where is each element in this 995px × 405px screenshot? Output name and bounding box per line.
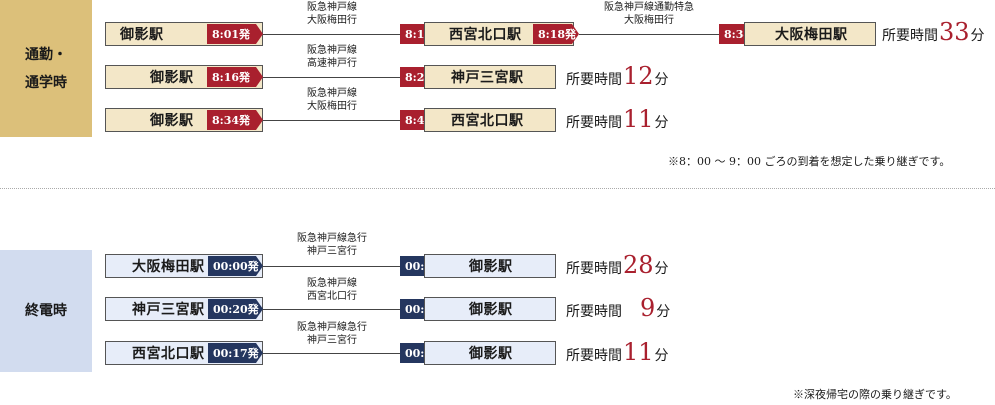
route-line — [263, 309, 401, 310]
departure-station-name: 御影駅 — [120, 27, 164, 43]
duration-unit: 分 — [654, 261, 669, 277]
last-train-note: ※深夜帰宅の際の乗り継ぎです。 — [793, 388, 957, 401]
duration-minutes: 11 — [623, 338, 654, 366]
route-destination: 大阪梅田行 — [624, 15, 674, 26]
duration-label: 所要時間 — [566, 348, 622, 364]
route-line — [263, 266, 401, 267]
duration-minutes: 11 — [623, 105, 654, 133]
route-destination: 高速神戸行 — [307, 58, 357, 69]
route-destination: 大阪梅田行 — [307, 101, 357, 112]
route-line — [263, 120, 401, 121]
arrival-station-name: 御影駅 — [469, 346, 513, 362]
duration-minutes: 28 — [623, 251, 654, 279]
departure-time: 8:34発 — [212, 114, 251, 127]
duration-label: 所要時間 — [566, 261, 622, 277]
section-divider — [0, 188, 995, 189]
departure-station-name: 御影駅 — [150, 113, 194, 129]
transfer-station-name: 西宮北口駅 — [449, 27, 522, 43]
route-line — [263, 353, 401, 354]
departure-station-name: 西宮北口駅 — [132, 346, 205, 362]
route-description: 阪急神戸線急行 神戸三宮行 — [280, 232, 384, 258]
transfer-departure-badge: 8:18発 — [533, 24, 579, 44]
departure-time-badge: 00:17発 — [208, 343, 263, 363]
route-line-name: 阪急神戸線 — [307, 2, 357, 13]
arrival-station-name: 御影駅 — [469, 259, 513, 275]
route-description: 阪急神戸線 西宮北口行 — [280, 277, 384, 303]
duration-label: 所要時間 — [566, 115, 622, 131]
departure-station-name: 神戸三宮駅 — [132, 302, 205, 318]
route-destination: 大阪梅田行 — [307, 15, 357, 26]
departure-station-name: 御影駅 — [150, 70, 194, 86]
departure-time: 8:16発 — [212, 71, 251, 84]
route-line — [263, 77, 401, 78]
departure-time: 00:00発 — [213, 260, 259, 273]
departure-time-badge: 00:20発 — [208, 299, 263, 319]
arrival-station-name: 神戸三宮駅 — [451, 70, 524, 86]
duration-minutes: 9 — [640, 294, 656, 322]
departure-time: 00:20発 — [213, 303, 259, 316]
route-line-name: 阪急神戸線通勤特急 — [604, 2, 694, 13]
departure-time: 8:01発 — [212, 28, 251, 41]
duration-unit: 分 — [654, 115, 669, 131]
arrival-station-box: 御影駅 — [424, 297, 556, 321]
arrival-station-box: 西宮北口駅 — [424, 108, 556, 132]
arrival-station-box: 神戸三宮駅 — [424, 65, 556, 89]
departure-time-badge: 8:16発 — [207, 67, 263, 87]
departure-station-name: 大阪梅田駅 — [132, 259, 205, 275]
route-destination: 神戸三宮行 — [307, 246, 357, 257]
duration-label: 所要時間 — [882, 28, 938, 44]
transfer-departure-time: 8:18発 — [538, 28, 577, 41]
arrival-station-box: 御影駅 — [424, 341, 556, 365]
duration-label: 所要時間 — [566, 72, 622, 88]
last-train-label: 終電時 — [25, 303, 67, 319]
route-line-name: 阪急神戸線急行 — [297, 322, 367, 333]
arrival-station-name: 御影駅 — [469, 302, 513, 318]
route-line — [579, 34, 719, 35]
arrival-station-box: 大阪梅田駅 — [744, 22, 876, 46]
route-line-name: 阪急神戸線 — [307, 45, 357, 56]
arrival-station-box: 御影駅 — [424, 254, 556, 278]
duration-label: 所要時間 — [566, 304, 622, 320]
route-description: 阪急神戸線急行 神戸三宮行 — [280, 321, 384, 347]
departure-time: 00:17発 — [213, 347, 259, 360]
commute-note: ※8：00 ～ 9：00 ごろの到着を想定した乗り継ぎです。 — [668, 155, 951, 168]
route-description: 阪急神戸線 高速神戸行 — [280, 44, 384, 70]
route-description: 阪急神戸線 大阪梅田行 — [280, 1, 384, 27]
arrival-station-name: 大阪梅田駅 — [775, 27, 848, 43]
commute-label-line2: 通学時 — [25, 74, 67, 91]
route-destination: 神戸三宮行 — [307, 335, 357, 346]
last-train-section-label: 終電時 — [0, 250, 92, 372]
route-line-name: 阪急神戸線 — [307, 88, 357, 99]
duration-unit: 分 — [654, 72, 669, 88]
duration-minutes: 33 — [939, 18, 970, 46]
departure-time-badge: 8:34発 — [207, 110, 263, 130]
duration-unit: 分 — [656, 304, 671, 320]
commute-label-line1: 通勤・ — [25, 46, 67, 63]
route-line-name: 阪急神戸線急行 — [297, 233, 367, 244]
route-description: 阪急神戸線 大阪梅田行 — [280, 87, 384, 113]
commute-section-label: 通勤・ 通学時 — [0, 0, 92, 137]
duration-unit: 分 — [654, 348, 669, 364]
route-destination: 西宮北口行 — [307, 291, 357, 302]
departure-time-badge: 8:01発 — [207, 24, 263, 44]
arrival-station-name: 西宮北口駅 — [451, 113, 524, 129]
route-line-name: 阪急神戸線 — [307, 278, 357, 289]
duration-unit: 分 — [970, 28, 985, 44]
departure-time-badge: 00:00発 — [208, 256, 263, 276]
route-line — [263, 34, 401, 35]
route-description: 阪急神戸線通勤特急 大阪梅田行 — [584, 1, 714, 27]
duration-minutes: 12 — [623, 62, 654, 90]
